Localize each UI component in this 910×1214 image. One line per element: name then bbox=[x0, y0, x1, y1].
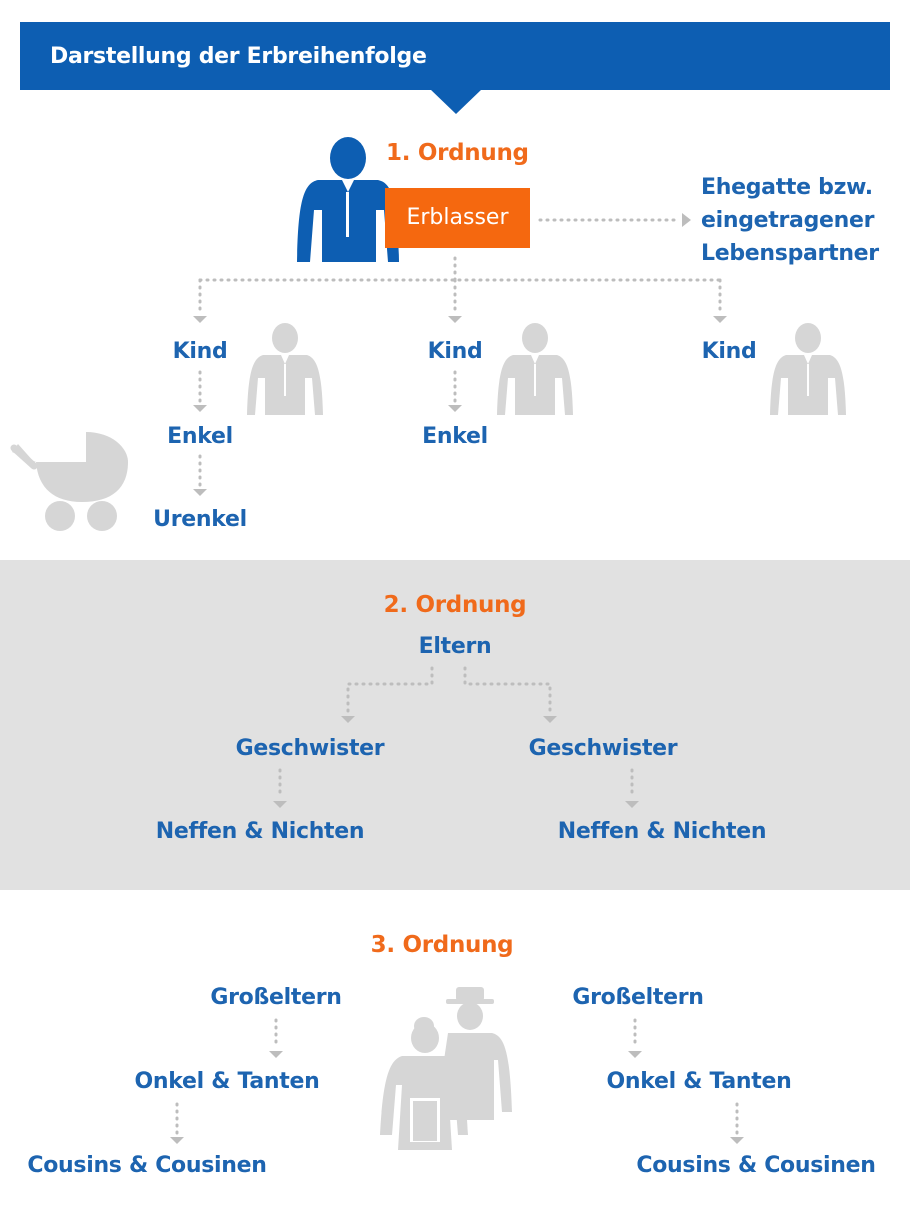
person-icon bbox=[297, 137, 399, 262]
order1-title: 1. Ordnung bbox=[386, 140, 529, 166]
arrowheads bbox=[170, 213, 744, 1144]
eltern-left-connector bbox=[346, 666, 434, 714]
spouse-label-line3: Lebenspartner bbox=[701, 241, 879, 266]
page-title: Darstellung der Erbreihenfolge bbox=[50, 44, 427, 69]
order2-band bbox=[0, 560, 910, 890]
erblasser-box: Erblasser bbox=[385, 188, 530, 248]
child-left-label: Kind bbox=[172, 339, 228, 364]
child-right-label: Kind bbox=[701, 339, 757, 364]
greatgrandchild-label: Urenkel bbox=[153, 507, 247, 532]
grandparents-icon bbox=[380, 987, 512, 1150]
cousins-right-label: Cousins & Cousinen bbox=[636, 1153, 876, 1178]
baby-stroller-icon bbox=[10, 432, 128, 531]
siblings-left-label: Geschwister bbox=[235, 736, 385, 761]
order3-title: 3. Ordnung bbox=[370, 932, 514, 958]
order2-title: 2. Ordnung bbox=[383, 592, 527, 618]
header-banner: Darstellung der Erbreihenfolge bbox=[20, 22, 890, 90]
grandchild-left-label: Enkel bbox=[167, 424, 233, 449]
uncles-left-label: Onkel & Tanten bbox=[134, 1069, 320, 1094]
spouse-label-line2: eingetragener bbox=[701, 208, 875, 233]
eltern-right-connector bbox=[463, 666, 552, 714]
cousins-left-label: Cousins & Cousinen bbox=[27, 1153, 267, 1178]
spouse-label-line1: Ehegatte bzw. bbox=[701, 175, 873, 200]
uncles-right-label: Onkel & Tanten bbox=[606, 1069, 792, 1094]
siblings-right-label: Geschwister bbox=[528, 736, 678, 761]
erblasser-label: Erblasser bbox=[406, 205, 509, 230]
child-mid-label: Kind bbox=[427, 339, 483, 364]
parents-label: Eltern bbox=[418, 634, 492, 659]
header-notch bbox=[430, 89, 482, 114]
nephews-left-label: Neffen & Nichten bbox=[155, 819, 365, 844]
grandparents-right-label: Großeltern bbox=[572, 985, 704, 1010]
grandchild-mid-label: Enkel bbox=[422, 424, 488, 449]
nephews-right-label: Neffen & Nichten bbox=[557, 819, 767, 844]
grandparents-left-label: Großeltern bbox=[210, 985, 342, 1010]
person-icon bbox=[247, 323, 846, 415]
